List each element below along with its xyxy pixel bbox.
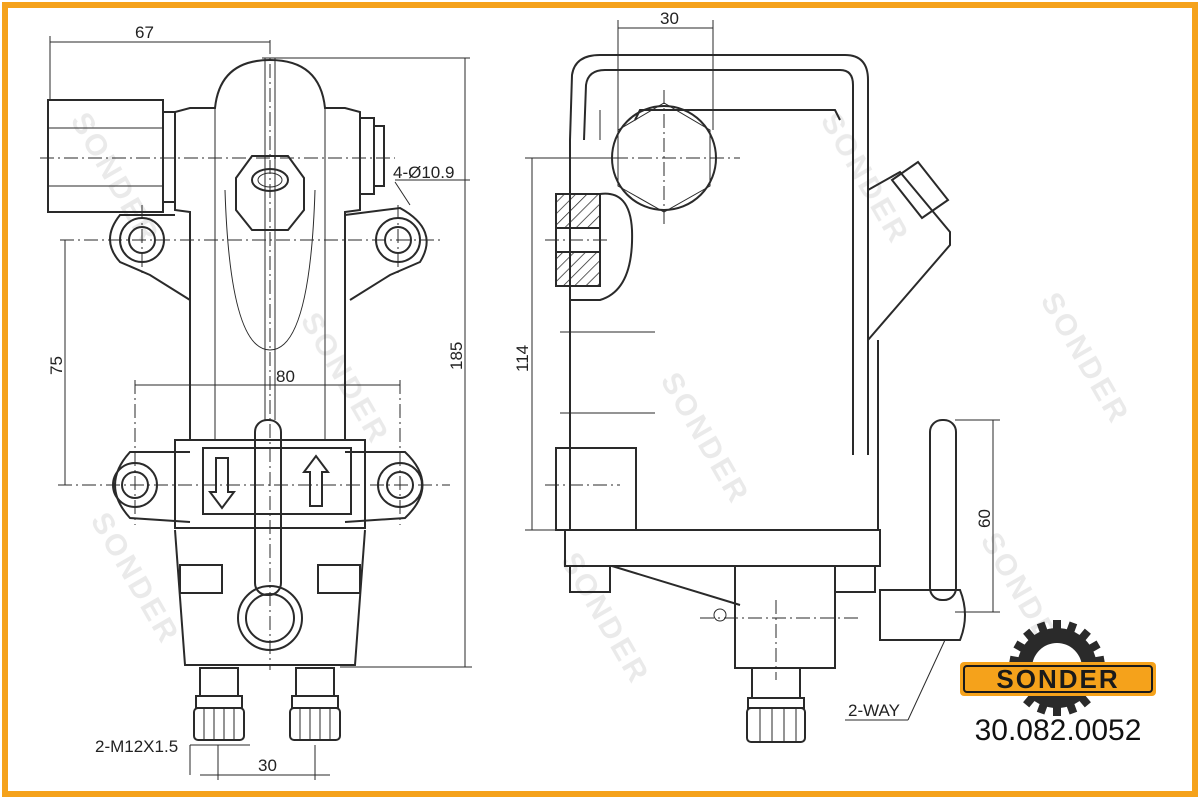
valve-body xyxy=(174,58,361,441)
brand-block: SONDER 30.082.0052 xyxy=(960,620,1156,747)
dim-port-spacing: 30 xyxy=(258,756,277,775)
dim-thread: 2-M12X1.5 xyxy=(95,737,178,756)
dim-horizontal-80: 80 xyxy=(276,367,295,386)
dim-height-114: 114 xyxy=(513,345,532,372)
dim-width-67: 67 xyxy=(135,23,154,42)
dimension-lines xyxy=(49,36,472,780)
dim-hole-diameter: 4-Ø10.9 xyxy=(393,163,454,182)
arrow-up-icon xyxy=(302,454,330,507)
brand-plate xyxy=(960,662,1156,696)
dim-vertical-75: 75 xyxy=(47,356,66,375)
arrow-down-icon xyxy=(208,457,236,510)
top-handle xyxy=(569,54,869,455)
gear-tooth xyxy=(1053,704,1061,716)
flow-indicator xyxy=(202,447,352,515)
section-hatch xyxy=(555,193,601,229)
side-view: 30 114 60 2-WAY xyxy=(513,9,1000,743)
upper-flange xyxy=(109,206,428,301)
lower-flange xyxy=(114,451,424,523)
brand-name: SONDER xyxy=(996,664,1119,694)
watermark-text: SONDER xyxy=(814,107,916,250)
dim-width-30: 30 xyxy=(660,9,679,28)
side-dimension-lines xyxy=(525,20,1000,721)
port-fitting xyxy=(289,667,341,741)
lever xyxy=(254,419,282,596)
valve-type-label: 2-WAY xyxy=(848,701,900,720)
watermark-text: SONDER xyxy=(1034,287,1136,430)
watermark-text: SONDER xyxy=(654,367,756,510)
side-fitting xyxy=(867,170,951,341)
part-number: 30.082.0052 xyxy=(975,714,1142,747)
gear-tooth xyxy=(1053,620,1061,632)
dim-height-185: 185 xyxy=(447,342,466,370)
watermark-text: SONDER xyxy=(84,507,186,650)
hex-nut xyxy=(235,155,305,231)
front-view: 67 4-Ø10.9 185 75 80 2-M12X1.5 30 xyxy=(40,23,472,780)
side-lever xyxy=(929,419,957,601)
port-fitting xyxy=(193,667,245,741)
port-fitting xyxy=(746,667,806,743)
dim-handle-60: 60 xyxy=(975,509,994,528)
